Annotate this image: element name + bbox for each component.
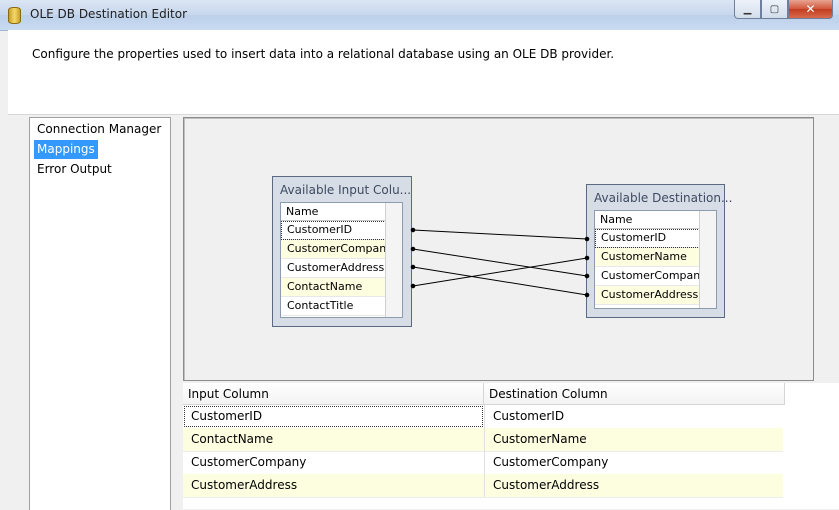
mappings-grid-header: Input Column Destination Column: [183, 383, 785, 405]
mapping-row[interactable]: CustomerCompany CustomerCompany: [183, 451, 783, 475]
input-column-item[interactable]: ContactTitle: [281, 297, 402, 316]
destination-table-title: Available Destination...: [594, 191, 733, 205]
input-column-item[interactable]: CustomerID: [281, 221, 402, 240]
mapping-row[interactable]: CustomerID CustomerID: [183, 405, 783, 429]
minimize-icon: ▁: [743, 3, 752, 15]
title-bar: OLE DB Destination Editor ▁ ▢ ✕: [0, 0, 839, 31]
input-column-item[interactable]: CustomerCompany: [281, 240, 402, 259]
available-destination-columns-table[interactable]: Available Destination... Name CustomerID…: [586, 184, 732, 318]
maximize-icon: ▢: [769, 3, 780, 15]
mapping-row[interactable]: CustomerAddress CustomerAddress: [183, 474, 783, 498]
available-input-columns-table[interactable]: Available Input Colu... Name CustomerID …: [272, 176, 412, 327]
mapping-lines: [410, 227, 590, 298]
destination-list-scrollbar[interactable]: [699, 211, 716, 308]
mapping-diagram[interactable]: Available Input Colu... Name CustomerID …: [183, 117, 814, 381]
mapping-endpoint: [410, 227, 416, 233]
page-description: Configure the properties used to insert …: [32, 47, 615, 61]
mapping-line[interactable]: [412, 248, 588, 277]
mapping-endpoint: [584, 236, 590, 242]
mapping-line[interactable]: [412, 266, 588, 296]
window-controls: ▁ ▢ ✕: [734, 0, 833, 19]
nav-item-error-output[interactable]: Error Output: [37, 162, 112, 176]
close-button[interactable]: ✕: [788, 0, 833, 19]
nav-item-connection-manager[interactable]: Connection Manager: [37, 122, 162, 136]
column-header-destination[interactable]: Destination Column: [484, 383, 785, 404]
page-navigation: Connection Manager Mappings Error Output: [29, 117, 171, 510]
window-title: OLE DB Destination Editor: [30, 7, 188, 21]
destination-column-item[interactable]: CustomerID: [595, 229, 716, 248]
destination-list-header: Name: [595, 211, 716, 229]
input-column-item[interactable]: ContactName: [281, 278, 402, 297]
mapping-endpoint: [584, 273, 590, 279]
mapping-endpoint: [410, 283, 416, 289]
input-list-scrollbar[interactable]: [385, 203, 402, 317]
mapping-line[interactable]: [412, 257, 588, 287]
input-column-item[interactable]: CustomerAddress: [281, 259, 402, 278]
mapping-endpoint: [410, 246, 416, 252]
input-columns-list: Name CustomerID CustomerCompany Customer…: [280, 202, 403, 318]
input-table-title: Available Input Colu...: [280, 183, 412, 197]
destination-column-item[interactable]: CustomerAddress: [595, 286, 716, 305]
mapping-endpoint: [584, 255, 590, 261]
nav-item-mappings[interactable]: Mappings: [34, 140, 98, 159]
destination-column-item[interactable]: CustomerName: [595, 248, 716, 267]
mapping-row[interactable]: ContactName CustomerName: [183, 428, 783, 452]
destination-column-cell[interactable]: CustomerAddress: [484, 474, 783, 497]
mapping-line[interactable]: [412, 229, 588, 240]
close-icon: ✕: [805, 2, 816, 16]
column-header-input[interactable]: Input Column: [183, 383, 484, 404]
input-list-header: Name: [281, 203, 402, 221]
destination-column-item[interactable]: CustomerCompany: [595, 267, 716, 286]
input-column-cell[interactable]: CustomerID: [183, 405, 484, 428]
destination-columns-list: Name CustomerID CustomerName CustomerCom…: [594, 210, 717, 309]
minimize-button[interactable]: ▁: [734, 0, 761, 19]
input-column-cell[interactable]: CustomerCompany: [191, 455, 307, 469]
mapping-endpoint: [410, 264, 416, 270]
input-column-cell[interactable]: CustomerAddress: [191, 478, 298, 492]
database-icon: [8, 7, 21, 24]
input-column-cell[interactable]: ContactName: [191, 432, 274, 446]
destination-column-cell[interactable]: CustomerCompany: [484, 451, 783, 474]
mappings-grid[interactable]: Input Column Destination Column Customer…: [183, 383, 839, 509]
mapping-endpoint: [584, 292, 590, 298]
destination-column-cell[interactable]: CustomerName: [484, 428, 783, 451]
maximize-button[interactable]: ▢: [761, 0, 788, 19]
destination-column-cell[interactable]: CustomerID: [484, 405, 783, 428]
header-panel: Configure the properties used to insert …: [8, 30, 839, 115]
